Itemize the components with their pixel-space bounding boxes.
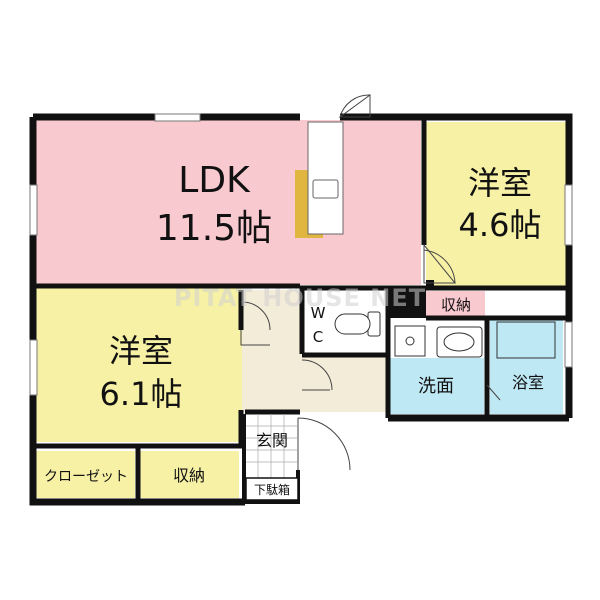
ldk-area bbox=[36, 120, 421, 285]
storage-lower-label: 収納 bbox=[173, 466, 205, 485]
western-room-b-name: 洋室 bbox=[109, 332, 173, 370]
wall-block-b bbox=[426, 280, 434, 290]
wc-label-c: C bbox=[313, 328, 323, 346]
windows bbox=[29, 113, 573, 396]
shoe-box-label: 下駄箱 bbox=[254, 482, 290, 497]
western-room-a-size: 4.6帖 bbox=[459, 206, 542, 244]
entrance-tile-pattern bbox=[246, 414, 298, 480]
bathtub bbox=[496, 321, 556, 359]
storage-lower-area bbox=[140, 451, 239, 498]
washroom-label: 洗面 bbox=[418, 376, 454, 397]
door-swings bbox=[240, 94, 501, 471]
washing-machine-spot bbox=[394, 325, 426, 357]
western-room-b-size: 6.1帖 bbox=[100, 375, 183, 413]
hall-area bbox=[242, 290, 302, 412]
wc-label-w: W bbox=[311, 304, 326, 322]
western-room-a-name: 洋室 bbox=[468, 164, 532, 202]
storage-upper-label: 収納 bbox=[441, 296, 471, 314]
western-room-a-area bbox=[426, 122, 566, 287]
washroom-area bbox=[389, 358, 484, 414]
storage-upper-area bbox=[426, 291, 485, 318]
closet-label: クローゼット bbox=[44, 469, 128, 485]
watermark-text: PITAT HOUSE NET bbox=[174, 284, 426, 312]
hall-area-lower bbox=[302, 355, 388, 412]
interior-walls bbox=[33, 117, 569, 502]
entrance-label: 玄関 bbox=[256, 431, 288, 450]
ldk-size: 11.5帖 bbox=[156, 208, 272, 249]
closet-area bbox=[36, 451, 135, 498]
toilet-fixture bbox=[334, 311, 381, 337]
shoe-box-area bbox=[245, 477, 299, 501]
bathroom-label: 浴室 bbox=[512, 373, 544, 392]
wall-block-a bbox=[388, 288, 426, 318]
kitchen-island bbox=[307, 121, 344, 235]
western-room-b-area bbox=[36, 287, 242, 442]
entrance-area bbox=[246, 414, 298, 480]
wash-basin bbox=[436, 326, 483, 358]
ldk-name: LDK bbox=[178, 160, 251, 201]
kitchen-sink bbox=[312, 179, 339, 199]
